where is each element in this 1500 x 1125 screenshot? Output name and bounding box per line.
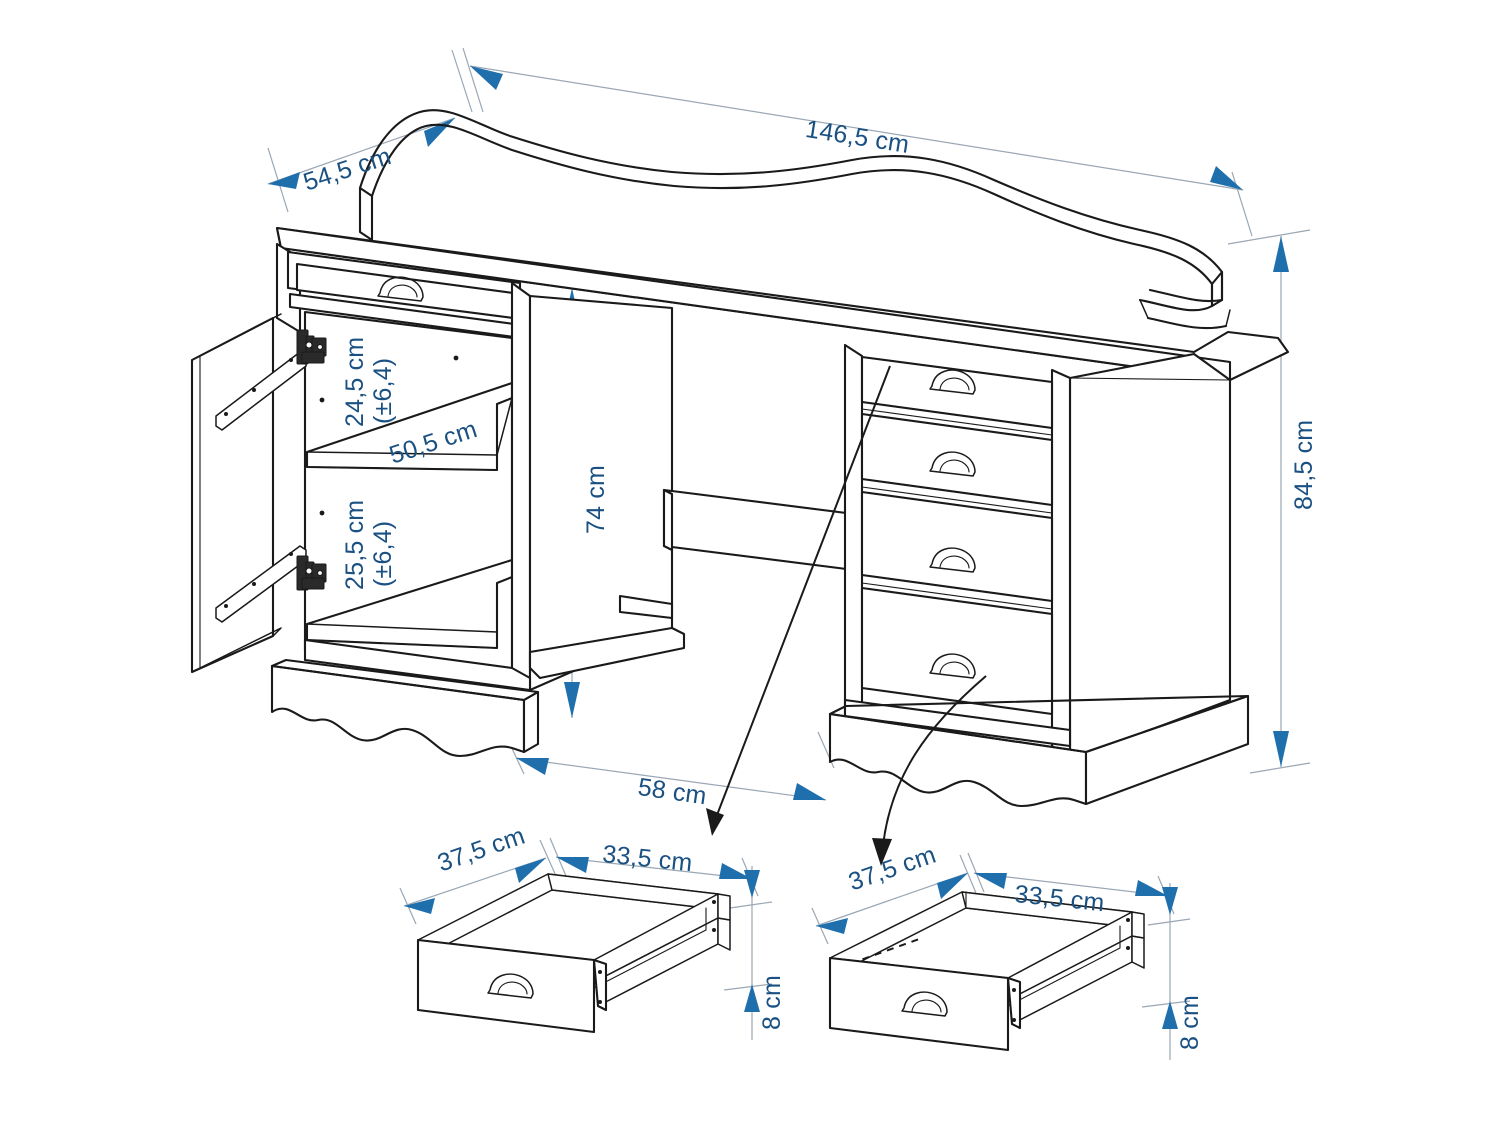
desk-body <box>190 109 1290 808</box>
cup-handle-icon <box>929 547 976 573</box>
cup-handle-icon <box>377 276 424 302</box>
wavy-back-gallery <box>358 109 1224 302</box>
cup-handle-icon <box>929 369 976 395</box>
open-cabinet-door <box>190 313 327 674</box>
hinge-icon-lower <box>296 555 327 591</box>
door-panel <box>190 316 275 674</box>
cup-handle-icon <box>487 973 534 999</box>
detail-drawer-right <box>828 891 1145 1052</box>
wavy-plinth-left <box>270 658 540 758</box>
cup-handle-icon <box>929 451 976 477</box>
drawer-bank-left-stile <box>843 343 864 740</box>
cup-handle-icon <box>929 653 976 679</box>
modesty-panel <box>662 488 872 574</box>
wavy-back-gallery-inner <box>370 123 1214 308</box>
cup-handle-icon <box>901 991 948 1017</box>
hinge-icon-upper <box>296 329 327 365</box>
wavy-plinth-right <box>828 694 1250 808</box>
detail-drawer-left <box>416 873 731 1034</box>
drawer-front <box>860 586 1054 716</box>
drawer-front <box>860 490 1054 603</box>
leader-lines <box>706 365 987 866</box>
cabinet-right-divider <box>510 281 532 692</box>
drawer-stack <box>860 355 1054 716</box>
